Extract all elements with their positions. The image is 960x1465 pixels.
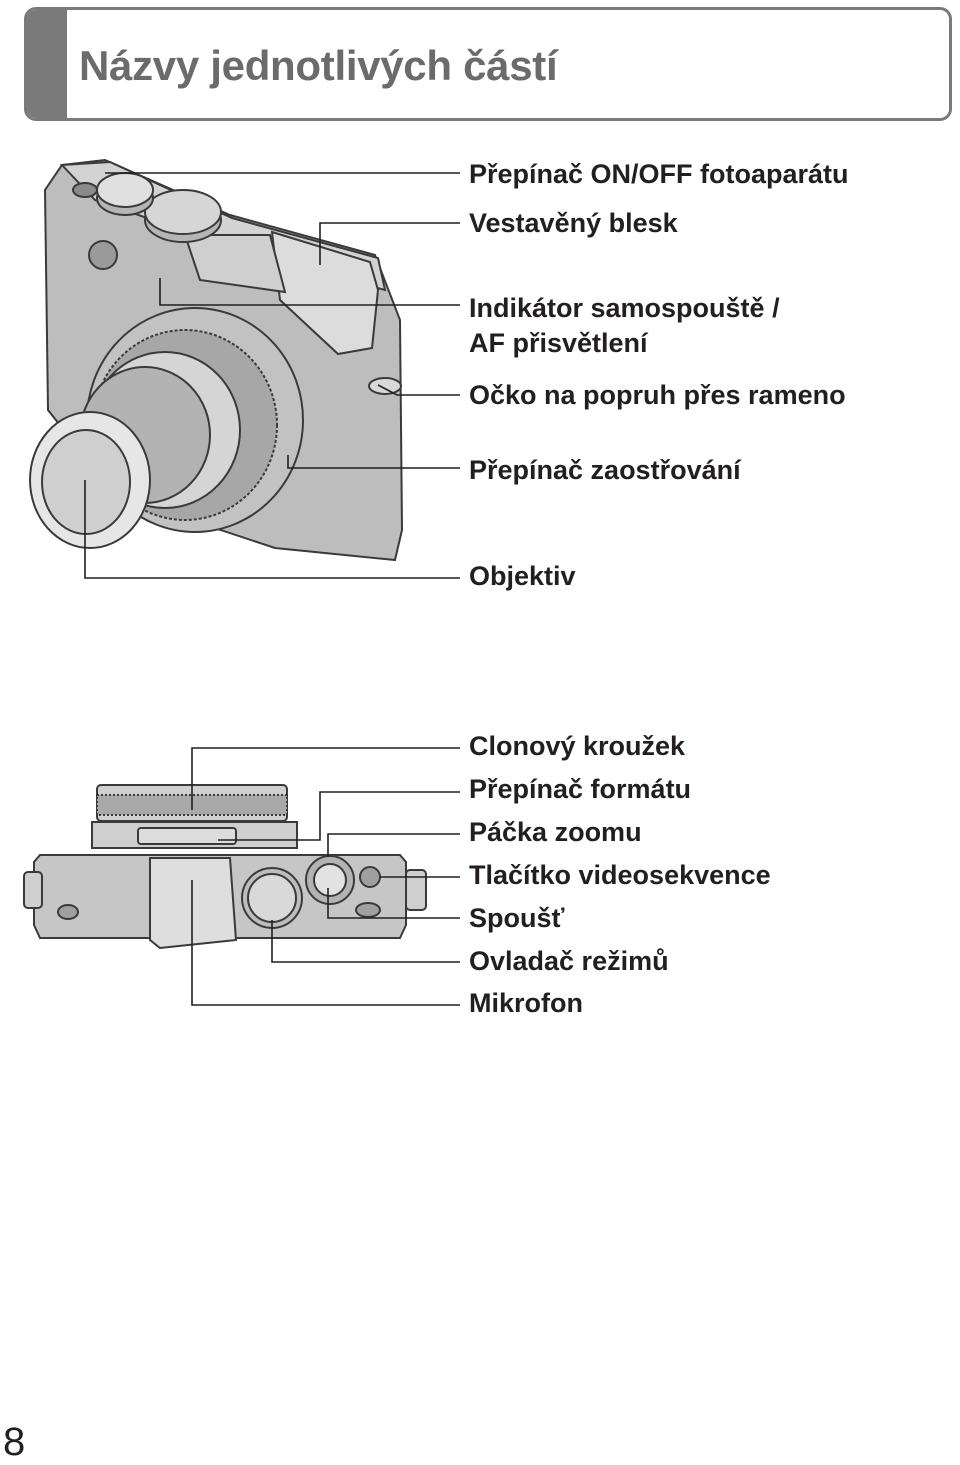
label-strap-eyelet: Očko na popruh přes rameno <box>469 380 846 410</box>
page-title: Názvy jednotlivých částí <box>79 42 558 89</box>
camera-top-view-illustration <box>23 784 427 950</box>
label-motion-picture-button: Tlačítko videosekvence <box>469 860 771 890</box>
label-aperture-ring: Clonový kroužek <box>469 731 686 761</box>
label-self-timer-indicator: Indikátor samospouště / <box>469 293 780 323</box>
label-built-in-flash: Vestavěný blesk <box>469 208 678 238</box>
camera-front-leader-lines <box>84 172 460 579</box>
page-number: 8 <box>3 1420 26 1464</box>
section-header: Názvy jednotlivých částí <box>24 7 952 121</box>
label-mode-dial: Ovladač režimů <box>469 946 669 976</box>
header-accent-bar <box>27 10 67 118</box>
label-microphone: Mikrofon <box>469 988 583 1018</box>
camera-top-leader-lines <box>191 747 460 1006</box>
label-aspect-ratio-switch: Přepínač formátu <box>469 774 692 804</box>
label-on-off-switch: Přepínač ON/OFF fotoaparátu <box>469 159 849 189</box>
label-af-assist-lamp: AF přisvětlení <box>469 328 648 358</box>
label-lens: Objektiv <box>469 561 576 591</box>
label-focus-switch: Přepínač zaostřování <box>469 455 741 485</box>
label-zoom-lever: Páčka zoomu <box>469 817 642 847</box>
label-shutter-button: Spoušť <box>469 903 565 933</box>
camera-front-view-illustration <box>29 158 404 562</box>
